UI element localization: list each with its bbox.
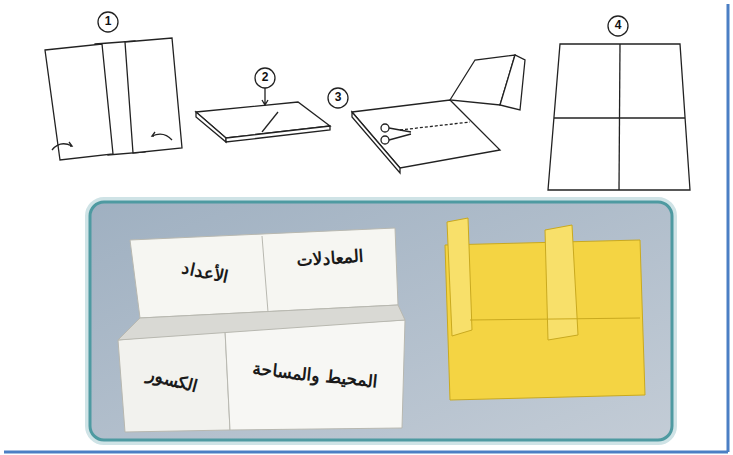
callout-number: 2 — [262, 71, 269, 84]
callout-circle — [98, 12, 118, 32]
handwritten-label: المعادلات — [296, 246, 364, 269]
callout-number: 4 — [615, 19, 622, 32]
step-four-figure — [548, 44, 690, 190]
photo-panel — [90, 202, 672, 440]
callout-number: 1 — [105, 15, 112, 28]
step-three-figure — [352, 55, 525, 173]
step-one-figure — [45, 38, 182, 160]
frame-edge — [4, 451, 728, 454]
step-two-figure — [196, 88, 330, 142]
callout-number: 3 — [335, 91, 342, 104]
white-foldable — [118, 228, 405, 432]
yellow-foldable — [445, 218, 645, 400]
callout-circle — [608, 16, 628, 36]
callout-circle — [328, 88, 348, 108]
frame-edge — [727, 4, 730, 452]
photo-glow — [88, 200, 674, 442]
callout-circle — [255, 68, 275, 88]
